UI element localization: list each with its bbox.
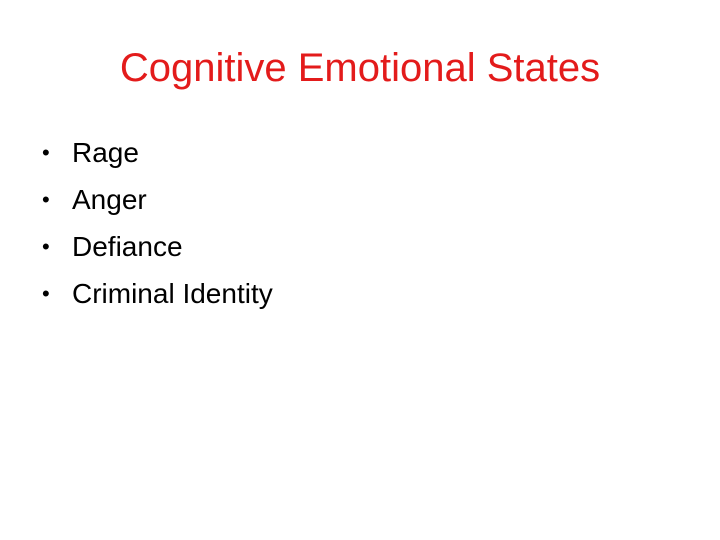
bullet-text-defiance: Defiance (72, 230, 183, 262)
bullet-icon: • (42, 280, 50, 306)
list-item: • Defiance (42, 223, 273, 270)
bullet-text-rage: Rage (72, 136, 139, 168)
bullet-icon: • (42, 233, 50, 259)
bullet-list: • Rage • Anger • Defiance • Criminal Ide… (42, 129, 273, 317)
bullet-text-criminal-identity: Criminal Identity (72, 277, 273, 309)
slide-title: Cognitive Emotional States (119, 46, 601, 90)
bullet-icon: • (42, 139, 50, 165)
bullet-text-anger: Anger (72, 183, 147, 215)
bullet-icon: • (42, 186, 50, 212)
list-item: • Rage (42, 129, 273, 176)
list-item: • Anger (42, 176, 273, 223)
list-item: • Criminal Identity (42, 270, 273, 317)
